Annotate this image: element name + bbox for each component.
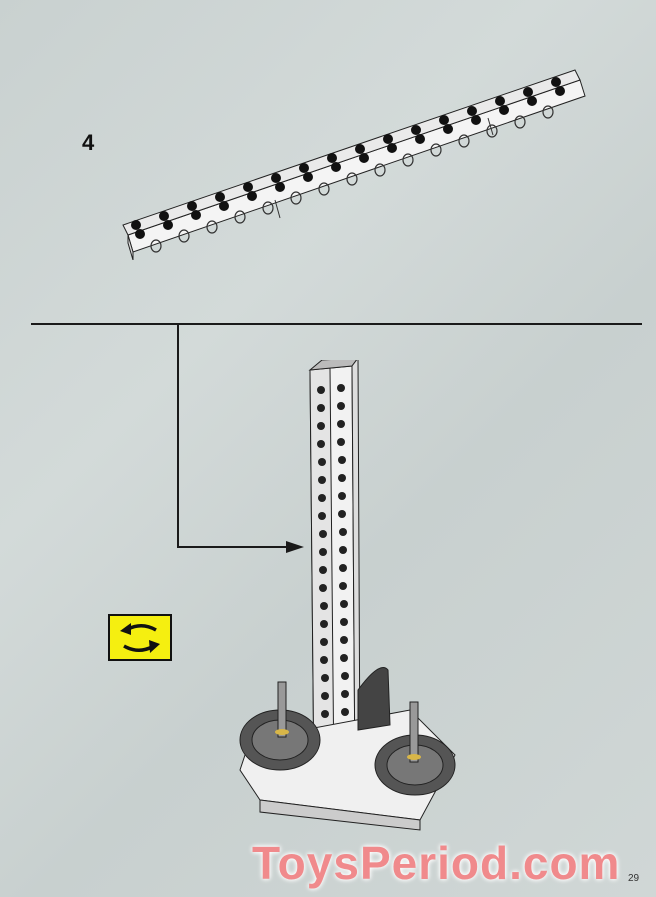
step-divider-line	[31, 323, 642, 325]
callout-line-vertical	[177, 324, 179, 548]
watermark-text: ToysPeriod.com	[252, 837, 621, 889]
step-number: 4	[82, 130, 95, 155]
callout-arrow-icon	[286, 541, 304, 553]
tower-model-illustration	[239, 360, 456, 831]
rotate-model-icon	[108, 614, 172, 661]
beam-assembly-illustration	[122, 69, 586, 260]
callout-line-horizontal	[177, 546, 297, 548]
page-number: 29	[628, 873, 640, 884]
